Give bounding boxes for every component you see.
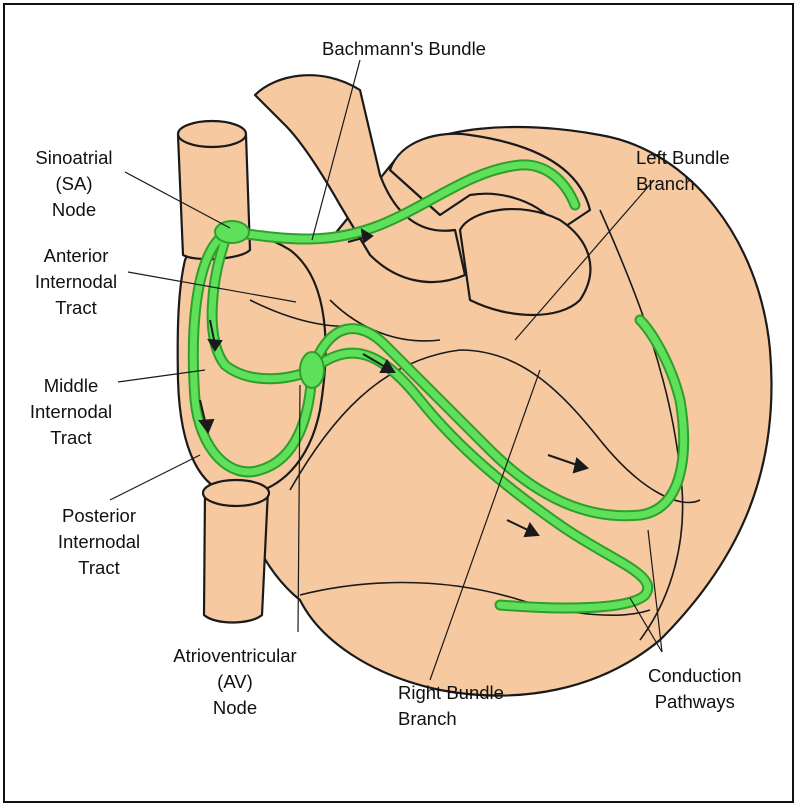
label-line: Anterior [22,243,130,269]
svc-opening [178,121,246,147]
inferior-vena-cava [204,490,268,623]
label-line: Bachmann's Bundle [322,36,486,62]
label-line: Internodal [45,529,153,555]
label-line: Sinoatrial [24,145,124,171]
label-line: (SA) [24,171,124,197]
label-right-bundle: Right Bundle Branch [398,680,504,732]
label-line: Node [165,695,305,721]
label-middle-tract: Middle Internodal Tract [17,373,125,451]
ivc-opening [203,480,269,506]
label-posterior-tract: Posterior Internodal Tract [45,503,153,581]
label-line: Branch [636,171,730,197]
label-av-node: Atrioventricular (AV) Node [165,643,305,721]
label-anterior-tract: Anterior Internodal Tract [22,243,130,321]
label-conduction-pathways: Conduction Pathways [648,663,742,715]
label-line: Middle [17,373,125,399]
label-sa-node: Sinoatrial (SA) Node [24,145,124,223]
label-bachmanns-bundle: Bachmann's Bundle [322,36,486,62]
label-line: Conduction [648,663,742,689]
label-line: Internodal [17,399,125,425]
label-line: Branch [398,706,504,732]
label-line: Tract [22,295,130,321]
label-line: Left Bundle [636,145,730,171]
sa-node-mark [215,221,249,243]
label-line: Right Bundle [398,680,504,706]
label-line: Atrioventricular [165,643,305,669]
label-left-bundle: Left Bundle Branch [636,145,730,197]
label-line: Node [24,197,124,223]
label-line: (AV) [165,669,305,695]
av-node-mark [300,352,324,388]
label-line: Internodal [22,269,130,295]
label-line: Posterior [45,503,153,529]
label-line: Tract [17,425,125,451]
label-line: Pathways [648,689,742,715]
label-line: Tract [45,555,153,581]
